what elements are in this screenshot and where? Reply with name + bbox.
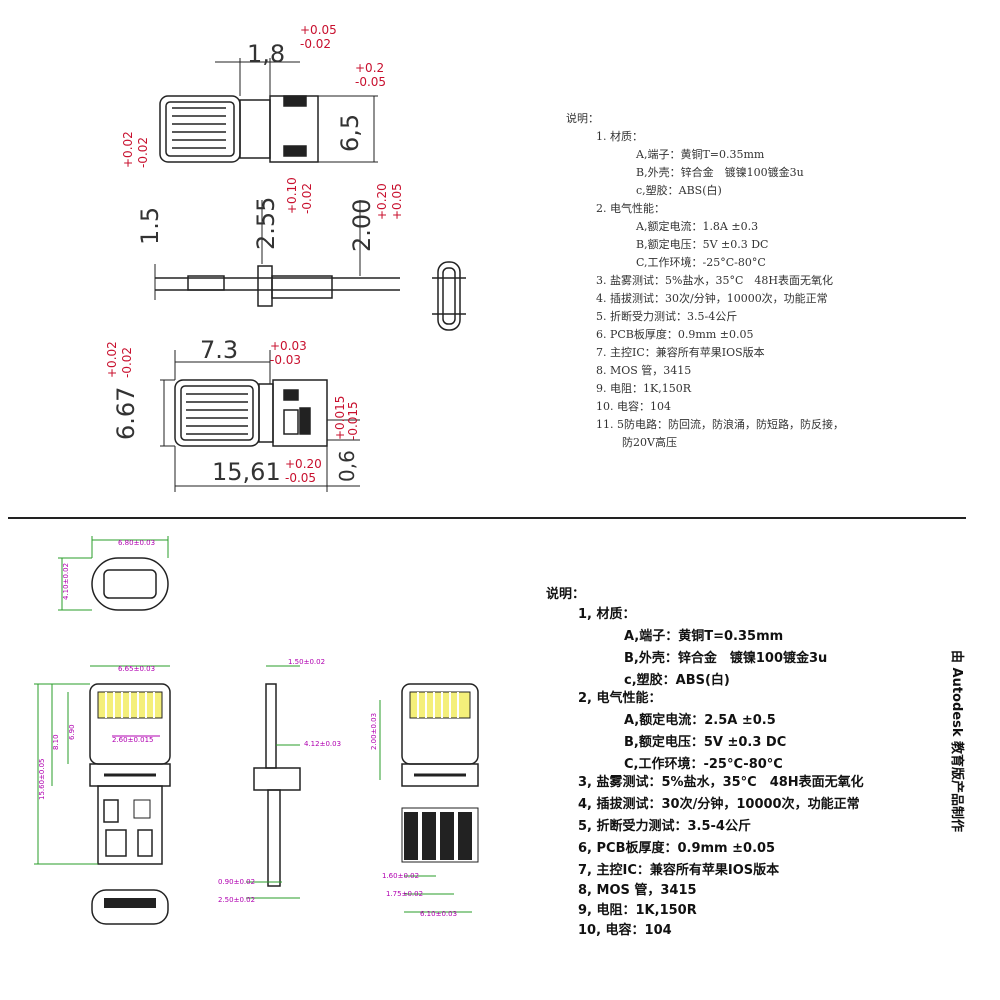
notes-bottom-title: 说明：	[546, 586, 585, 602]
front-view: 6.65±0.03 6.90 8.10 2.60±0.015 15.60±0.0…	[34, 665, 171, 925]
dim-1-5: 1.5	[136, 207, 164, 245]
dim-6-5-tol-minus: -0.05	[355, 75, 386, 89]
dim-left-tol-minus: -0.02	[136, 137, 150, 168]
dim-left-tol-plus: +0.02	[121, 131, 135, 168]
note-top-line: c,塑胶：ABS(白)	[636, 183, 722, 197]
dim-plug-width: 6.65±0.03	[118, 665, 155, 673]
note-bottom-line: 8, MOS 管，3415	[578, 882, 697, 898]
note-bottom-line: c,塑胶：ABS(白)	[624, 672, 730, 688]
note-bottom-line: 3, 盐雾测试：5%盐水，35°C 48H表面无氧化	[578, 774, 864, 790]
note-bottom-line: 6, PCB板厚度：0.9mm ±0.05	[578, 840, 775, 856]
note-bottom-line: A,额定电流：2.5A ±0.5	[624, 712, 776, 728]
oval-end-view: 6.80±0.03 4.10±0.02	[58, 536, 169, 611]
note-top-line: 2. 电气性能：	[596, 201, 665, 215]
dim-thickness: 1.50±0.02	[288, 658, 325, 666]
autodesk-edu-label: 由 Autodesk 教育版产品制作	[949, 650, 965, 832]
dim-15-61-tol-plus: +0.20	[285, 457, 322, 471]
dim-6-5: 6,5	[336, 114, 364, 152]
end-view-drawing	[432, 261, 466, 331]
note-top-line: B,外壳：锌合金 镀镍100镀金3u	[636, 165, 804, 179]
note-top-line: 9. 电阻：1K,150R	[596, 382, 692, 395]
dim-2-00-tol-minus: +0.05	[390, 183, 404, 220]
dim-pcb-t: 0.90±0.02	[218, 878, 255, 886]
top-dimensions: 1,8 +0.05 -0.02 +0.2 -0.05 6,5 +0.02 -0.…	[105, 23, 404, 486]
dim-2-55: 2.55	[252, 197, 280, 250]
dim-side-height: 8.10	[52, 734, 60, 750]
dim-right-height: 2.00±0.03	[370, 713, 378, 750]
dim-tip: 2.50±0.02	[218, 896, 255, 904]
dim-oval-height: 4.10±0.02	[62, 563, 70, 600]
dim-2-55-tol-plus: +0.10	[285, 177, 299, 214]
dim-pad-total: 6.10±0.03	[420, 910, 457, 918]
dim-side-t: 4.12±0.03	[304, 740, 341, 748]
top-view-drawing	[159, 58, 378, 163]
dim-total-length: 15.60±0.05	[38, 759, 46, 801]
dim-top-width: 6.80±0.03	[118, 539, 155, 547]
note-top-line: 4. 插拔测试：30次/分钟，10000次，功能正常	[596, 291, 828, 305]
note-top-line: 11. 5防电路：防回流，防浪涌，防短路，防反接，	[596, 417, 844, 431]
dim-1-8-tol-minus: -0.02	[300, 37, 331, 51]
dim-2-00-tol-plus: +0.20	[375, 183, 389, 220]
dim-7-3-tol-minus: -0.03	[270, 353, 301, 367]
notes-top-title: 说明：	[566, 111, 599, 125]
note-bottom-line: 5, 折断受力测试：3.5-4公斤	[578, 818, 751, 834]
note-bottom-line: 1, 材质：	[578, 606, 636, 622]
notes-block-top: 说明： 1. 材质： A,端子：黄铜T=0.35mm B,外壳：锌合金 镀镍10…	[566, 111, 844, 449]
note-top-line: A,额定电流：1.8A ±0.3	[635, 219, 758, 233]
dim-7-3: 7.3	[200, 336, 238, 364]
note-bottom-line: 7, 主控IC：兼容所有苹果IOS版本	[578, 862, 779, 878]
note-top-line: C,工作环境：-25°C-80°C	[636, 255, 766, 269]
dim-0-6: 0,6	[335, 450, 359, 482]
dim-1-8: 1,8	[247, 40, 285, 68]
note-top-line: B,额定电压：5V ±0.3 DC	[636, 237, 768, 251]
dim-6-67: 6.67	[112, 387, 140, 440]
back-view: 2.00±0.03 1.60±0.02 1.75±0.02 6.10±0.03	[370, 683, 479, 918]
note-top-line: 7. 主控IC：兼容所有苹果IOS版本	[596, 345, 765, 359]
note-top-line: 5. 折断受力测试：3.5-4公斤	[596, 309, 737, 323]
dim-pad-pitch: 1.75±0.02	[386, 890, 423, 898]
note-bottom-line: A,端子：黄铜T=0.35mm	[624, 628, 783, 644]
note-top-line: 8. MOS 管，3415	[596, 363, 691, 377]
plan-view-drawing	[160, 350, 360, 492]
note-bottom-line: B,外壳：锌合金 镀镍100镀金3u	[624, 650, 827, 666]
dim-15-61-tol-minus: -0.05	[285, 471, 316, 485]
note-top-line: 防20V高压	[622, 435, 677, 449]
side-view-bottom: 1.50±0.02 4.12±0.03 0.90±0.02 2.50±0.02	[218, 658, 341, 904]
note-bottom-line: 10, 电容：104	[578, 922, 672, 938]
dim-6-5-tol-plus: +0.2	[355, 61, 384, 75]
note-bottom-line: 2, 电气性能：	[578, 690, 662, 706]
note-top-line: 3. 盐雾测试：5%盐水，35°C 48H表面无氧化	[596, 273, 833, 287]
dim-gap: 2.60±0.015	[112, 736, 154, 744]
dim-0-6-tol-minus: -0.015	[346, 401, 360, 440]
notes-block-bottom: 说明： 1, 材质： A,端子：黄铜T=0.35mm B,外壳：锌合金 镀镍10…	[546, 586, 864, 938]
dim-15-61: 15,61	[212, 458, 281, 486]
dim-pad-width: 1.60±0.02	[382, 872, 419, 880]
dim-0-6-tol-plus: +0.015	[333, 396, 347, 440]
dim-1-8-tol-plus: +0.05	[300, 23, 337, 37]
dim-2-55-tol-minus: -0.02	[300, 183, 314, 214]
note-top-line: A,端子：黄铜T=0.35mm	[635, 147, 765, 161]
side-view-drawing	[154, 200, 400, 307]
note-bottom-line: 9, 电阻：1K,150R	[578, 902, 697, 918]
dim-7-3-tol-plus: +0.03	[270, 339, 307, 353]
dim-6-67-tol-plus: +0.02	[105, 341, 119, 378]
note-bottom-line: C,工作环境：-25°C-80°C	[624, 756, 783, 772]
dim-6-67-tol-minus: -0.02	[120, 347, 134, 378]
note-top-line: 10. 电容：104	[596, 399, 671, 413]
note-bottom-line: B,额定电压：5V ±0.3 DC	[624, 734, 786, 750]
dim-2-00: 2.00	[348, 199, 376, 252]
note-top-line: 6. PCB板厚度：0.9mm ±0.05	[596, 327, 753, 341]
note-bottom-line: 4, 插拔测试：30次/分钟，10000次，功能正常	[578, 796, 860, 812]
dim-inner-height: 6.90	[68, 724, 76, 740]
note-top-line: 1. 材质：	[596, 129, 643, 143]
